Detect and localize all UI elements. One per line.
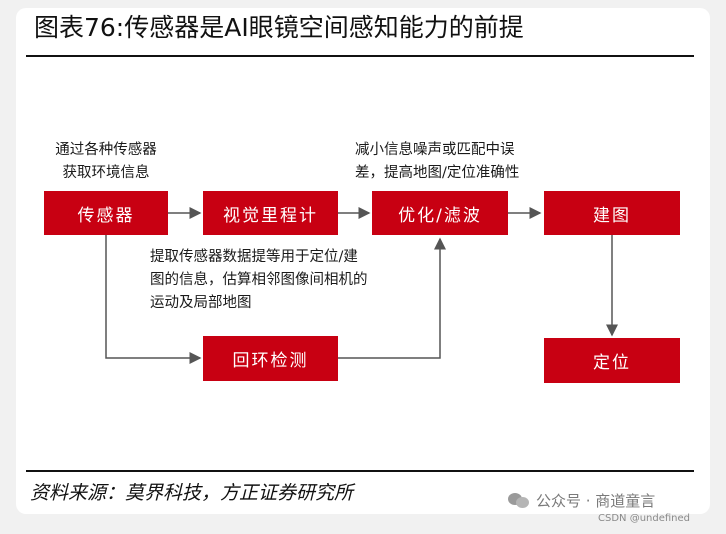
footer-rule <box>26 470 694 472</box>
node-visual-odometry: 视觉里程计 <box>203 191 338 235</box>
extract-note-line-3: 运动及局部地图 <box>150 295 252 311</box>
watermark-text: 公众号 · 商道童言 <box>536 491 656 510</box>
watermark-small: CSDN @undefined <box>598 513 691 524</box>
arrow-loop-to-optimization <box>338 237 446 359</box>
source-note: 资料来源：莫界科技，方正证券研究所 <box>30 482 354 504</box>
extract-note: 提取传感器数据提等用于定位/建 图的信息，估算相邻图像间相机的 运动及局部地图 <box>150 246 440 315</box>
watermark: 公众号 · 商道童言 <box>508 489 655 511</box>
node-localization: 定位 <box>544 338 680 383</box>
optimization-note: 减小信息噪声或匹配中误 差，提高地图/定位准确性 <box>355 139 575 185</box>
optimization-note-line-2: 差，提高地图/定位准确性 <box>355 165 520 181</box>
node-sensor: 传感器 <box>44 191 168 235</box>
node-mapping: 建图 <box>544 191 680 235</box>
sensor-note-line-1: 通过各种传感器 <box>55 142 157 158</box>
arrow-sensor-to-loop <box>105 235 202 364</box>
wechat-icon <box>508 491 530 509</box>
optimization-note-line-1: 减小信息噪声或匹配中误 <box>355 142 515 158</box>
sensor-note-line-2: 获取环境信息 <box>62 165 150 181</box>
figure-card <box>16 8 710 514</box>
node-optimization: 优化/滤波 <box>372 191 508 235</box>
sensor-note: 通过各种传感器 获取环境信息 <box>42 139 170 185</box>
node-loop-closure: 回环检测 <box>203 336 338 381</box>
extract-note-line-2: 图的信息，估算相邻图像间相机的 <box>150 272 368 288</box>
extract-note-line-1: 提取传感器数据提等用于定位/建 <box>150 249 358 265</box>
figure-title: 图表76:传感器是AI眼镜空间感知能力的前提 <box>34 13 524 42</box>
title-rule <box>26 55 694 57</box>
